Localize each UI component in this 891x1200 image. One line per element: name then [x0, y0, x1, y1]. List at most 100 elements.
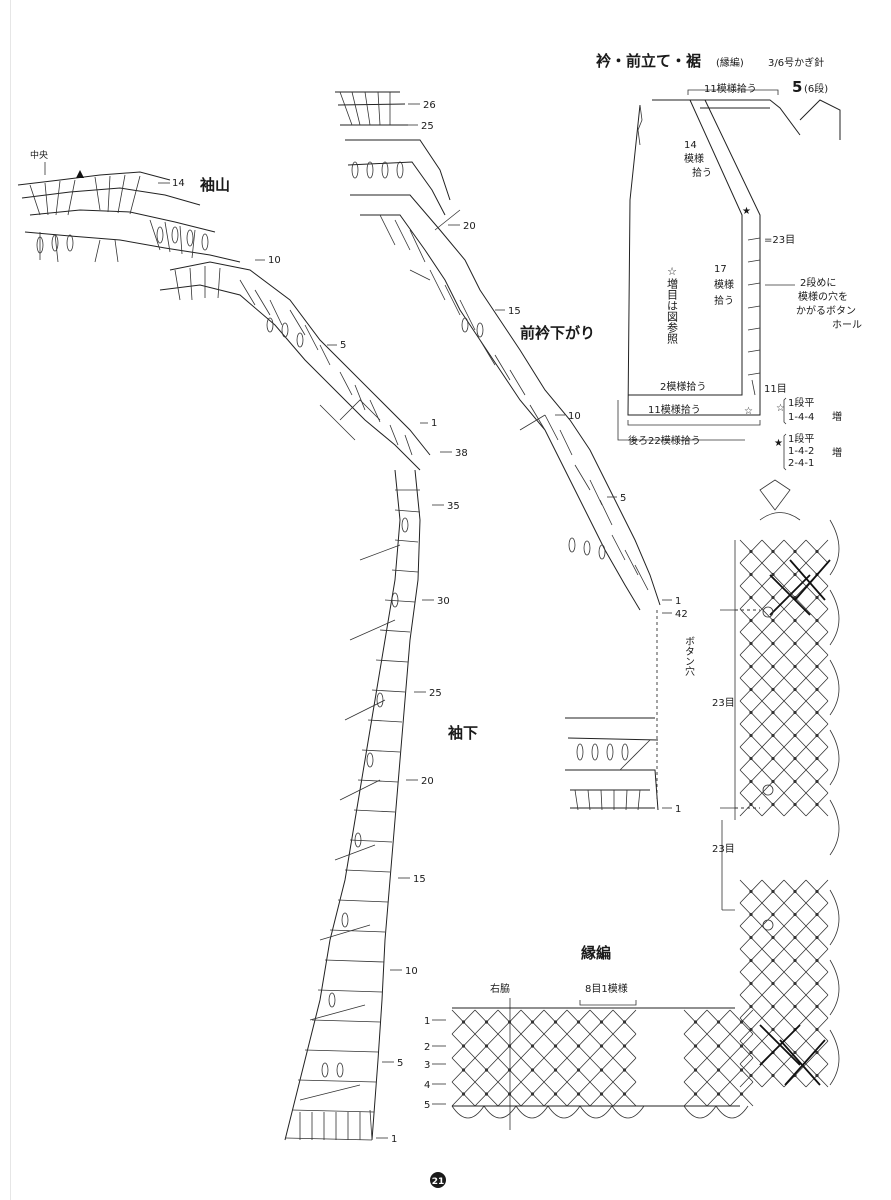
lattice-stitch [622, 1068, 627, 1072]
lattice-stitch [749, 572, 753, 577]
border-schematic: ★ ☆ [617, 89, 841, 441]
lattice-stitch [815, 687, 819, 692]
hook-size: 3/6号かぎ針 [768, 56, 824, 69]
lattice-stitch [693, 1092, 698, 1096]
lattice-stitch [771, 641, 775, 646]
button-note-4: ホール [832, 319, 862, 331]
lattice-stitch [771, 687, 775, 692]
lattice-stitch [815, 1027, 819, 1032]
row-number: 42 [675, 609, 688, 620]
eyelet-marks [747, 237, 761, 376]
lattice-stitch [716, 1044, 721, 1048]
lattice-stitch [793, 779, 797, 784]
lattice-stitch [530, 1068, 535, 1072]
lattice-stitch [622, 1044, 627, 1048]
lattice-stitch [484, 1044, 489, 1048]
lattice-stitch [461, 1092, 466, 1096]
lattice-stitch [599, 1068, 604, 1072]
lattice-stitch [815, 733, 819, 738]
row-number: 30 [437, 596, 450, 607]
lattice-stitch [749, 618, 753, 623]
lattice-stitch [793, 618, 797, 623]
edging-lattice [451, 1007, 754, 1119]
edging-row-numbers: 1 2 3 4 5 [424, 1016, 446, 1111]
row-number: 26 [423, 100, 436, 111]
lattice-stitch [815, 595, 819, 600]
lattice-stitch [793, 572, 797, 577]
lattice-stitch [749, 981, 753, 986]
lattice-stitch [749, 664, 753, 669]
lattice-stitch [793, 912, 797, 917]
lattice-stitch [771, 549, 775, 554]
lattice-stitch [530, 1044, 535, 1048]
lattice-stitch [749, 889, 753, 894]
lattice-stitch [716, 1068, 721, 1072]
lattice-stitch [815, 664, 819, 669]
lattice-stitch [739, 1068, 744, 1072]
lattice-stitch [576, 1068, 581, 1072]
marker-triangle [76, 170, 84, 178]
lattice-stitch [771, 1027, 775, 1032]
lattice-stitch [739, 1044, 744, 1048]
lattice-stitch [576, 1092, 581, 1096]
row-number: 20 [421, 776, 434, 787]
inc-hollow-suffix: 増 [832, 410, 842, 423]
lattice-stitch [507, 1020, 512, 1024]
eyelet-count-top: =23目 [764, 235, 795, 246]
sleeve-under-row-numbers: 38 35 30 25 20 15 10 5 1 [376, 448, 468, 1145]
button-note-3: かがるボタン [796, 304, 856, 317]
lattice-stitch [815, 1004, 819, 1009]
count-23-lower: 23目 [712, 844, 735, 855]
row-number: 5 [397, 1058, 403, 1069]
top-count-small: (6段) [804, 82, 828, 95]
row-number: 1 [391, 1134, 397, 1145]
sleeve-cap-chart [17, 171, 431, 1141]
front-neck-row-numbers: 26 25 20 15 10 5 1 42 1 [408, 100, 688, 815]
row-number: 5 [424, 1100, 430, 1111]
top-count-big: 5 [792, 78, 802, 96]
lattice-stitch [749, 733, 753, 738]
lattice-stitch [815, 1050, 819, 1055]
border-schematic-header: 衿・前立て・裾 (縁編) 3/6号かぎ針 [596, 52, 824, 70]
lattice-stitch [716, 1020, 721, 1024]
neck-pickup-number: 14 [684, 140, 697, 151]
back-pickup: 後ろ22模様拾う [628, 434, 701, 447]
lattice-stitch [815, 779, 819, 784]
lattice-stitch [749, 958, 753, 963]
border-schematic-labels: 11模様拾う 5 (6段) 14 模様 拾う 17 模様 拾う ☆増目は図参照 … [628, 78, 862, 471]
lattice-stitch [771, 733, 775, 738]
lattice-stitch [530, 1092, 535, 1096]
sleeve-cap-row-numbers: 14 10 5 1 [158, 178, 437, 429]
lattice-stitch [749, 710, 753, 715]
row-number: 2 [424, 1042, 430, 1053]
row-number: 10 [405, 966, 418, 977]
lattice-stitch [461, 1068, 466, 1072]
repeat-label: 8目1模様 [585, 982, 628, 995]
row-number: 1 [675, 804, 681, 815]
lattice-stitch [815, 549, 819, 554]
lattice-stitch [749, 912, 753, 917]
lattice-stitch [793, 889, 797, 894]
lattice-stitch [815, 802, 819, 807]
lattice-stitch [793, 733, 797, 738]
count-23-upper: 23目 [712, 698, 735, 709]
lattice-stitch [815, 935, 819, 940]
lattice-stitch [815, 756, 819, 761]
lattice-stitch [771, 958, 775, 963]
inc-solid-suffix: 増 [832, 446, 842, 459]
lattice-stitch [553, 1044, 558, 1048]
lattice-stitch [815, 958, 819, 963]
page-number-text: 21 [432, 1177, 445, 1187]
lattice-stitch [771, 1073, 775, 1078]
page-edge [10, 0, 11, 1200]
front-band-lattice [721, 479, 840, 1088]
lattice-stitch [815, 981, 819, 986]
star-solid: ★ [742, 206, 751, 217]
lattice-stitch [793, 1004, 797, 1009]
lattice-stitch [553, 1068, 558, 1072]
lattice-stitch [749, 802, 753, 807]
lattice-stitch [693, 1020, 698, 1024]
lattice-stitch [771, 802, 775, 807]
sleeve-under-title: 袖下 [448, 724, 478, 742]
inc-hollow-1: 1段平 [788, 396, 814, 409]
